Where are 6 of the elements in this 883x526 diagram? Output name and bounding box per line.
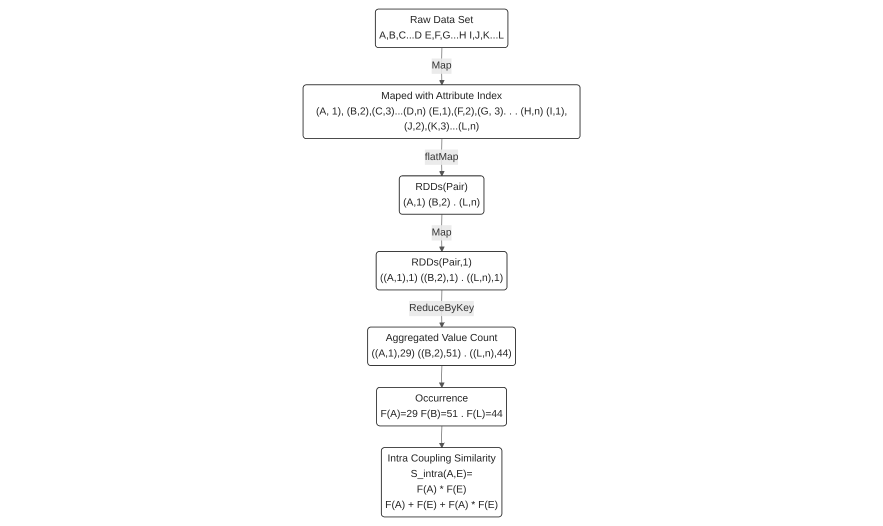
edge-label: flatMap	[424, 151, 458, 162]
edge-label: Map	[432, 60, 452, 72]
arrow	[438, 366, 444, 388]
edge-label: Map	[432, 227, 452, 238]
edge-label: ReduceByKey	[408, 302, 474, 314]
arrow	[438, 426, 444, 448]
